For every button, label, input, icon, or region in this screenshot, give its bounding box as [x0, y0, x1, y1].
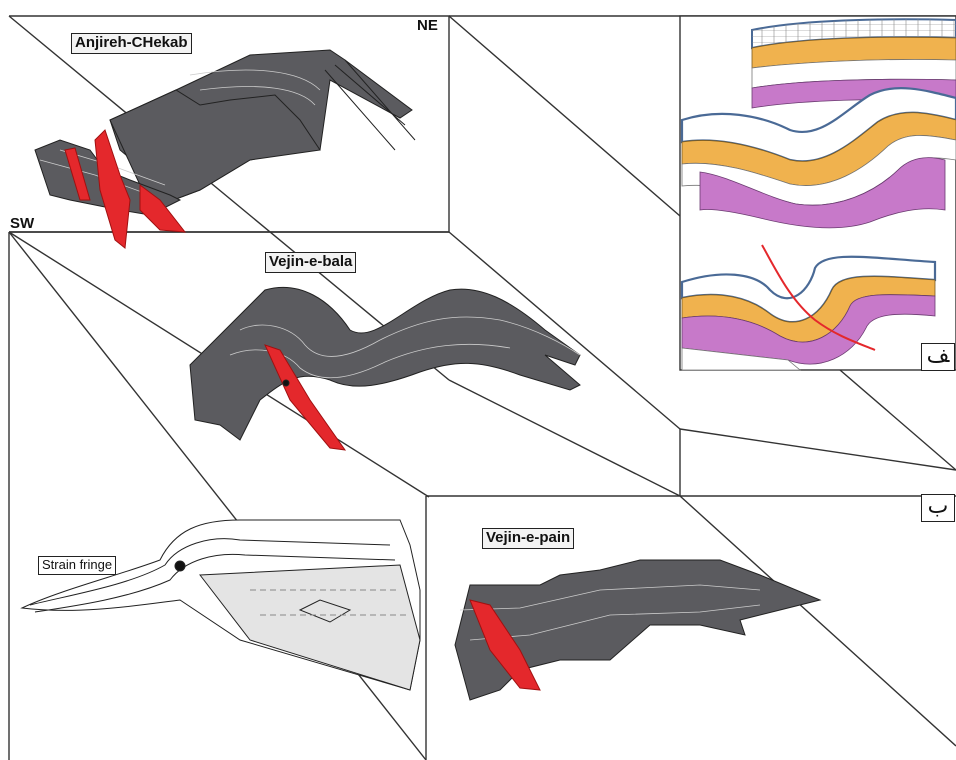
vejin-bala-fold-model — [190, 287, 580, 450]
vejin-pain-fold-model — [455, 560, 820, 700]
anjireh-fold-model — [35, 50, 415, 248]
panel-label-alef: ﻒ — [921, 343, 955, 371]
label-anjireh-chekab: Anjireh-CHekab — [71, 33, 192, 54]
strain-fringe-sketch — [22, 520, 420, 690]
layer-inset-panel — [680, 16, 956, 370]
label-vejin-e-bala: Vejin-e-bala — [265, 252, 356, 273]
label-ne: NE — [417, 17, 438, 34]
label-sw: SW — [10, 215, 34, 232]
panel-label-be: ب — [921, 494, 955, 522]
label-vejin-e-pain: Vejin-e-pain — [482, 528, 574, 549]
label-strain-fringe: Strain fringe — [38, 556, 116, 575]
